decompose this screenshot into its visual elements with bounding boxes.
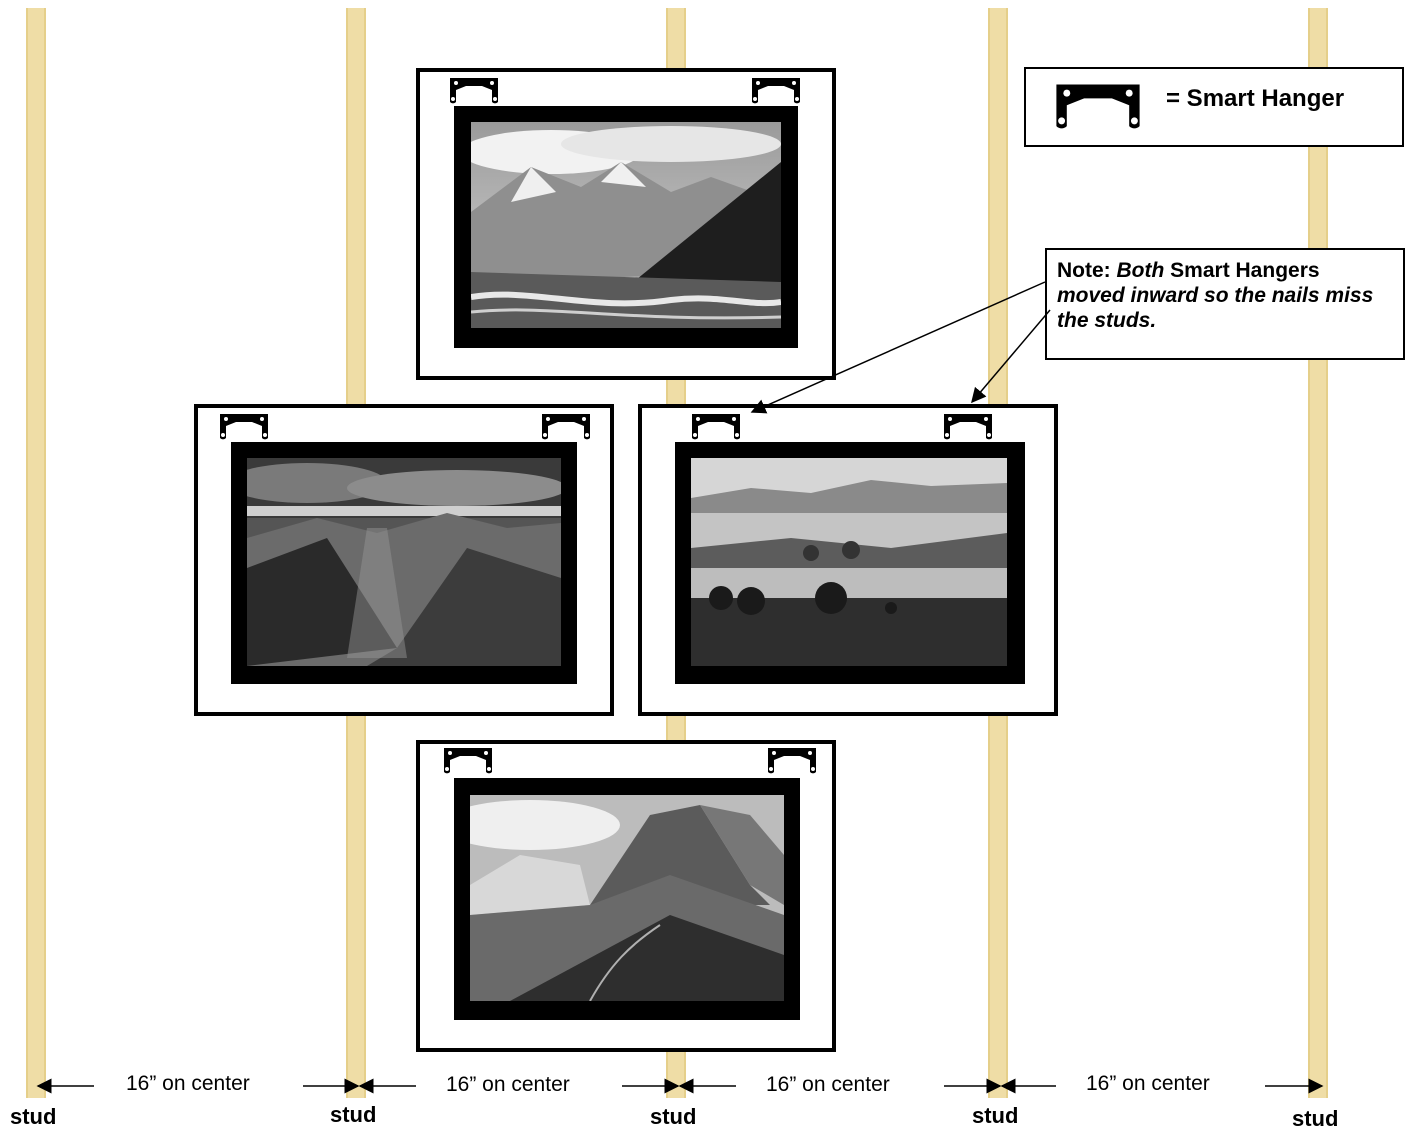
smart-hanger-icon	[768, 748, 816, 774]
picture-frame-middle-right	[638, 404, 1058, 716]
smart-hanger-icon	[444, 748, 492, 774]
smart-hanger-icon	[220, 414, 268, 440]
note-middle: Smart Hangers	[1164, 259, 1320, 282]
stud-label: stud	[1292, 1106, 1339, 1131]
smart-hanger-icon	[692, 414, 740, 440]
picture-frame-top	[416, 68, 836, 380]
spacing-label: 16” on center	[1086, 1072, 1210, 1095]
spacing-label: 16” on center	[126, 1072, 250, 1095]
misty-field-photo	[691, 458, 1007, 666]
stud-label: stud	[972, 1103, 1019, 1128]
legend-label: = Smart Hanger	[1166, 85, 1345, 112]
stud-label: stud	[330, 1102, 377, 1127]
photo-mat	[675, 442, 1025, 684]
stud-label: stud	[10, 1104, 57, 1129]
stud-1	[26, 8, 46, 1098]
photo-mat	[454, 106, 798, 348]
stud-label: stud	[650, 1104, 697, 1129]
mountain-sunbeams-photo	[247, 458, 561, 666]
mountain-peak-photo	[470, 795, 784, 1001]
picture-frame-bottom	[416, 740, 836, 1052]
smart-hanger-icon	[450, 78, 498, 104]
mountain-valley-photo	[471, 122, 781, 328]
note-italic-rest: moved inward so the nails miss the studs…	[1057, 284, 1374, 332]
photo-mat	[454, 778, 800, 1020]
stud-5	[1308, 8, 1328, 1098]
smart-hanger-icon	[542, 414, 590, 440]
smart-hanger-icon	[1056, 84, 1140, 129]
note-arrow-right	[971, 309, 1051, 404]
note-emphasis: Both	[1116, 259, 1165, 282]
smart-hanger-icon	[944, 414, 992, 440]
photo-mat	[231, 442, 577, 684]
note-prefix: Note:	[1057, 259, 1117, 282]
legend-box: = Smart Hanger	[1024, 67, 1404, 147]
note-box: Note: Both Smart Hangers moved inward so…	[1045, 248, 1405, 360]
spacing-label: 16” on center	[446, 1073, 570, 1096]
smart-hanger-icon	[752, 78, 800, 104]
spacing-label: 16” on center	[766, 1073, 890, 1096]
picture-frame-middle-left	[194, 404, 614, 716]
